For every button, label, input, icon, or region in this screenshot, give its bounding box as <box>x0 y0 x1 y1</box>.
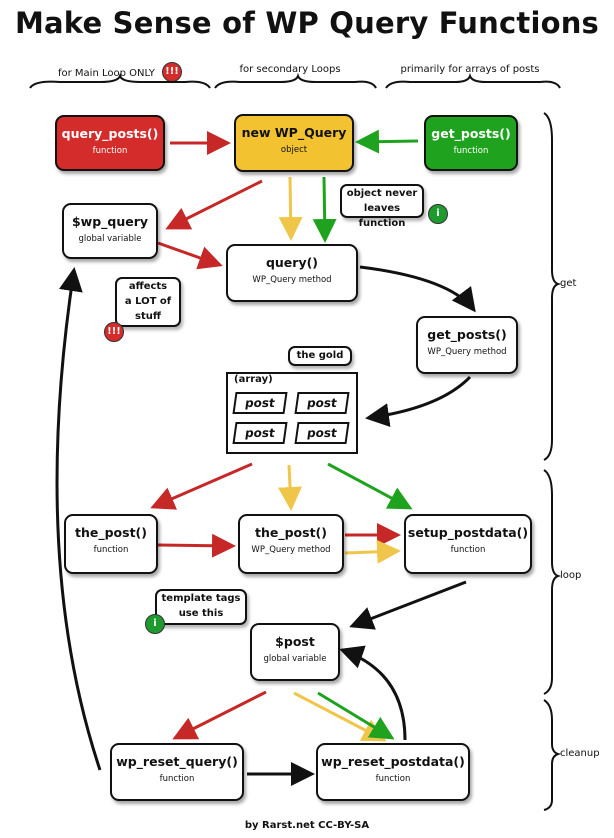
post-variable-sub: global variable <box>263 654 327 664</box>
affects-line-2: a LOT of <box>124 296 172 307</box>
column-header-main-loop: for Main Loop ONLY !!! <box>40 62 200 84</box>
bracket-arrays <box>385 72 561 89</box>
section-label-loop: loop <box>560 570 582 581</box>
column-header-arrays: primarily for arrays of posts <box>400 64 540 75</box>
section-label-cleanup: cleanup <box>560 748 600 759</box>
bracket-secondary <box>214 72 377 89</box>
bracket-cleanup <box>543 699 562 811</box>
the-post-method-title: the_post() <box>255 525 327 540</box>
new-wp-query-title: new WP_Query <box>241 125 347 140</box>
array-item-post: post <box>294 392 350 414</box>
wp-reset-postdata-sub: function <box>375 774 411 784</box>
template-tags-line-1: template tags <box>161 593 241 604</box>
query-method-title: query() <box>265 255 319 270</box>
bracket-loop <box>543 469 562 695</box>
wp-query-variable-sub: global variable <box>78 234 142 244</box>
wp-query-variable-node: $wp_query global variable <box>62 203 158 259</box>
get-posts-method-title: get_posts() <box>427 327 507 342</box>
wp-reset-query-sub: function <box>159 774 195 784</box>
array-item-post: post <box>294 422 350 444</box>
wp-reset-postdata-node: wp_reset_postdata() function <box>316 743 470 801</box>
query-method-sub: WP_Query method <box>252 275 332 285</box>
get-posts-function-sub: function <box>453 146 489 156</box>
get-posts-method-sub: WP_Query method <box>427 347 507 357</box>
wp-reset-query-node: wp_reset_query() function <box>110 743 244 801</box>
the-gold-note: the gold <box>288 346 352 366</box>
get-posts-function-node: get_posts() function <box>424 115 518 171</box>
array-label: (array) <box>234 374 273 385</box>
array-item-post: post <box>232 422 288 444</box>
setup-postdata-sub: function <box>450 545 486 555</box>
template-tags-note: template tags use this <box>155 589 247 625</box>
page-title: Make Sense of WP Query Functions <box>14 6 600 40</box>
the-post-function-sub: function <box>93 545 129 555</box>
the-post-function-node: the_post() function <box>64 514 158 574</box>
wp-reset-postdata-title: wp_reset_postdata() <box>321 754 465 769</box>
wp-reset-query-title: wp_reset_query() <box>116 754 238 769</box>
query-method-node: query() WP_Query method <box>226 244 358 302</box>
query-posts-node: query_posts() function <box>55 115 165 171</box>
query-posts-sub: function <box>92 146 128 156</box>
setup-postdata-node: setup_postdata() function <box>404 514 532 574</box>
object-never-line-2: leaves function <box>358 203 406 229</box>
info-icon: i <box>145 614 165 634</box>
affects-line-1: affects <box>128 281 168 292</box>
the-post-method-node: the_post() WP_Query method <box>238 514 344 574</box>
new-wp-query-sub: object <box>280 145 308 155</box>
get-posts-function-title: get_posts() <box>431 126 511 141</box>
the-post-function-title: the_post() <box>75 525 147 540</box>
warning-icon: !!! <box>104 322 124 342</box>
bracket-get <box>543 112 562 461</box>
post-variable-title: $post <box>275 634 315 649</box>
object-never-note: object never leaves function <box>340 184 424 229</box>
column-header-main-loop-text: for Main Loop ONLY <box>57 68 155 79</box>
column-header-secondary: for secondary Loops <box>239 64 341 75</box>
query-posts-title: query_posts() <box>61 126 159 141</box>
bracket-main-loop <box>29 72 211 89</box>
array-item-post: post <box>232 392 288 414</box>
wp-query-variable-title: $wp_query <box>71 214 149 229</box>
affects-line-3: stuff <box>135 311 161 322</box>
template-tags-line-2: use this <box>178 608 224 619</box>
info-icon: i <box>428 204 448 224</box>
affects-note: affects a LOT of stuff <box>115 277 181 327</box>
the-post-method-sub: WP_Query method <box>251 545 331 555</box>
posts-array-box: (array) post post post post <box>226 372 358 454</box>
section-label-get: get <box>560 278 577 289</box>
object-never-line-1: object never <box>346 188 418 199</box>
post-variable-node: $post global variable <box>250 623 340 681</box>
get-posts-method-node: get_posts() WP_Query method <box>416 316 518 374</box>
credit-text: by Rarst.net CC-BY-SA <box>244 820 370 831</box>
setup-postdata-title: setup_postdata() <box>407 525 529 540</box>
new-wp-query-node: new WP_Query object <box>234 114 354 172</box>
warning-icon: !!! <box>162 62 183 82</box>
